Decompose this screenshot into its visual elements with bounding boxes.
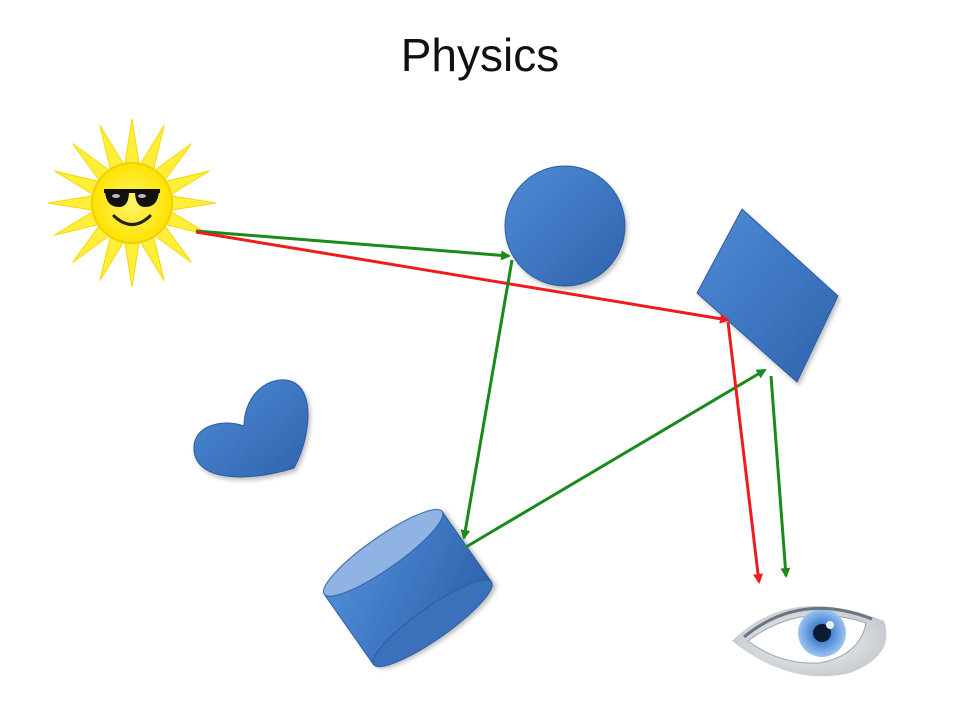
ray-cylinder-to-diamond bbox=[465, 368, 767, 549]
heart-shape bbox=[193, 379, 309, 478]
sun-icon bbox=[47, 118, 217, 288]
diamond-shape bbox=[696, 208, 839, 383]
sphere-shape bbox=[504, 165, 626, 287]
ray-diamond-to-eye-red bbox=[726, 321, 764, 584]
slide-title: Physics bbox=[400, 29, 560, 81]
ray-sphere-to-cylinder bbox=[460, 259, 514, 540]
eye-icon bbox=[732, 605, 887, 677]
ray-diamond-to-eye-green bbox=[769, 375, 791, 578]
ray-sun-to-sphere bbox=[195, 229, 511, 261]
cylinder-shape bbox=[323, 509, 493, 668]
ray-sun-to-diamond bbox=[195, 230, 730, 324]
